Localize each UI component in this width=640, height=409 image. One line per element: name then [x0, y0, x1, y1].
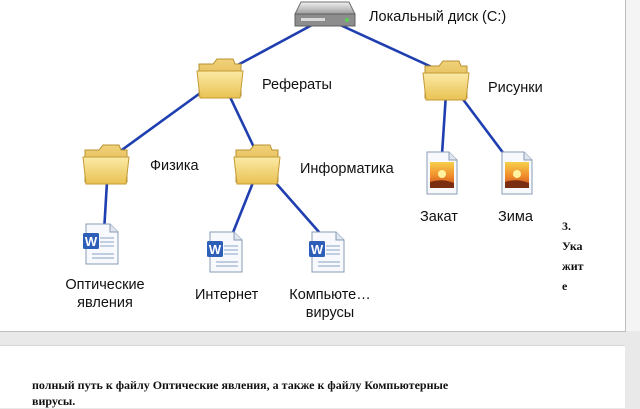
file-label-zima: Зима [498, 209, 533, 225]
file-tree-diagram: W [82, 1, 533, 273]
file-label-line: явления [77, 295, 133, 311]
side-note-line: 3. [562, 219, 571, 233]
file-label-internet: Интернет [195, 287, 259, 303]
hard-drive-icon [294, 1, 356, 27]
word-document-icon[interactable] [308, 231, 345, 273]
task-text: полный путь к файлу Оптические явления, … [32, 377, 592, 409]
file-label-komputernye: Компьюте… вирусы [280, 286, 380, 322]
drive-label: Локальный диск (C:) [369, 9, 507, 25]
folder-icon[interactable] [233, 144, 281, 185]
tree-connectors [102, 16, 518, 241]
file-label-line: вирусы [305, 305, 355, 321]
side-note-line: е [562, 279, 568, 293]
word-document-icon[interactable] [82, 223, 119, 265]
side-note: 3. Ука жит е [562, 216, 592, 296]
folder-icon[interactable] [196, 58, 244, 99]
side-note-line: жит [562, 259, 584, 273]
image-file-icon[interactable] [426, 151, 458, 195]
side-note-line: Ука [562, 239, 583, 253]
folder-icon[interactable] [422, 60, 470, 101]
file-label-line: Оптические [65, 277, 145, 293]
page-margin [626, 0, 640, 331]
file-label-line: Компьюте… [289, 287, 371, 303]
folder-label-fizika: Физика [150, 158, 199, 174]
task-text-line: вирусы. [32, 394, 76, 408]
file-label-zakat: Закат [420, 209, 458, 225]
word-document-icon[interactable] [206, 231, 243, 273]
image-file-icon[interactable] [501, 151, 533, 195]
file-label-opticheskie: Оптические явления [55, 276, 155, 312]
folder-label-referaty: Рефераты [262, 77, 332, 93]
folder-label-risunki: Рисунки [488, 80, 543, 96]
folder-icon[interactable] [82, 144, 130, 185]
task-text-line: полный путь к файлу Оптические явления, … [32, 378, 449, 392]
text-page [0, 345, 625, 408]
folder-label-informatika: Информатика [300, 161, 394, 177]
